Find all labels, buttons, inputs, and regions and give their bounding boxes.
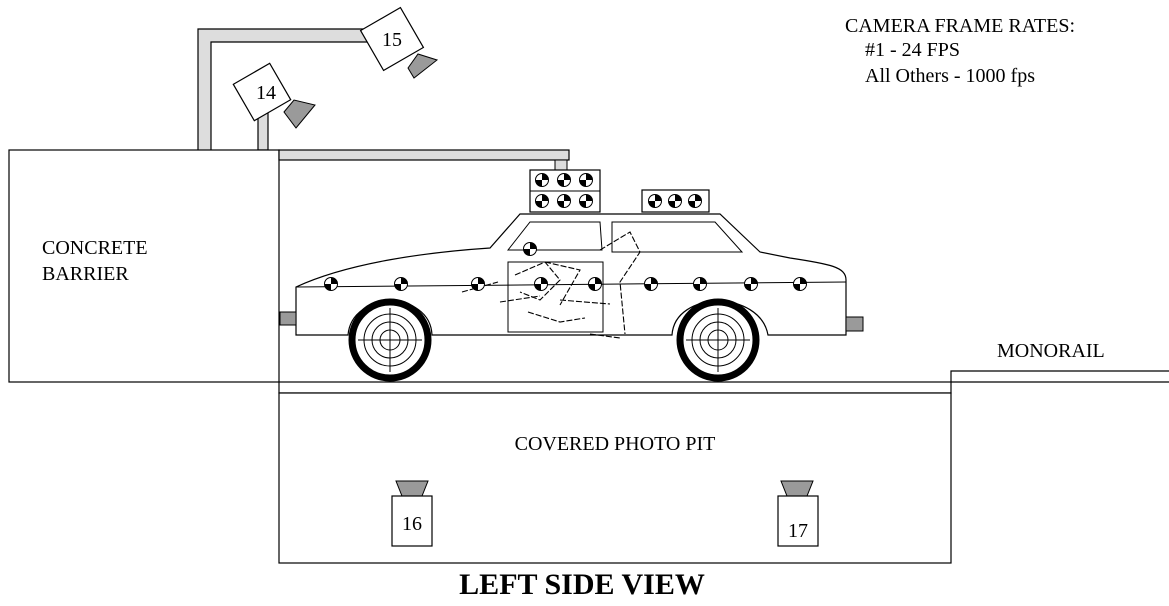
photo-pit-label: COVERED PHOTO PIT bbox=[515, 433, 716, 455]
barrier-label-line-1: CONCRETE bbox=[42, 237, 148, 259]
roof-targets bbox=[535, 173, 702, 208]
photo-target-icon bbox=[523, 242, 537, 256]
camera-14-lens-icon bbox=[283, 99, 316, 129]
view-title: LEFT SIDE VIEW bbox=[459, 568, 705, 601]
front-wheel bbox=[348, 298, 432, 382]
rear-window bbox=[611, 221, 744, 253]
photo-target-icon bbox=[579, 173, 593, 187]
front-window bbox=[506, 221, 603, 251]
barrier-label-line-2: BARRIER bbox=[42, 263, 129, 285]
photo-target-icon bbox=[535, 173, 549, 187]
camera-17-lens-icon bbox=[780, 480, 814, 497]
camera-16-body bbox=[391, 495, 433, 547]
beam-hanger bbox=[554, 159, 568, 171]
camera-15: 15 bbox=[359, 6, 439, 79]
overhead-beam bbox=[278, 149, 570, 171]
photo-target-icon bbox=[648, 194, 662, 208]
monorail-label: MONORAIL bbox=[997, 340, 1105, 362]
photo-target-icon bbox=[394, 277, 408, 291]
camera-17-body bbox=[777, 495, 819, 547]
photo-target-icon bbox=[693, 277, 707, 291]
body-targets bbox=[324, 242, 807, 291]
frame-rates-note: CAMERA FRAME RATES: #1 - 24 FPS All Othe… bbox=[845, 15, 1075, 87]
camera-15-label: 15 bbox=[382, 29, 402, 51]
camera-16-label: 16 bbox=[402, 513, 422, 535]
test-vehicle bbox=[279, 213, 864, 382]
photo-target-icon bbox=[668, 194, 682, 208]
photo-target-icon bbox=[579, 194, 593, 208]
photo-target-icon bbox=[688, 194, 702, 208]
camera-16-lens-icon bbox=[395, 480, 429, 497]
monorail-track bbox=[950, 370, 1169, 383]
camera-15-lens-icon bbox=[407, 53, 439, 79]
photo-target-icon bbox=[793, 277, 807, 291]
concrete-barrier: CONCRETE BARRIER bbox=[8, 149, 280, 383]
covered-photo-pit: COVERED PHOTO PIT bbox=[278, 392, 952, 564]
frame-rate-line-2: All Others - 1000 fps bbox=[865, 65, 1035, 87]
photo-target-icon bbox=[557, 194, 571, 208]
camera-17: 17 bbox=[777, 480, 819, 547]
photo-target-icon bbox=[557, 173, 571, 187]
frame-rates-title: CAMERA FRAME RATES: bbox=[845, 15, 1075, 37]
camera-14-body bbox=[232, 62, 292, 122]
rear-wheel bbox=[676, 298, 760, 382]
rear-bumper bbox=[845, 316, 864, 332]
camera-14: 14 bbox=[232, 62, 316, 129]
photo-target-icon bbox=[324, 277, 338, 291]
camera-17-label: 17 bbox=[788, 520, 808, 542]
camera-16: 16 bbox=[391, 480, 433, 547]
photo-target-icon bbox=[588, 277, 602, 291]
camera-14-label: 14 bbox=[256, 82, 276, 104]
photo-target-icon bbox=[471, 277, 485, 291]
frame-rate-line-1: #1 - 24 FPS bbox=[865, 39, 960, 61]
front-bumper bbox=[279, 311, 297, 326]
photo-target-icon bbox=[535, 194, 549, 208]
pit-cover-slab bbox=[278, 381, 952, 394]
photo-target-icon bbox=[534, 277, 548, 291]
camera-15-body bbox=[359, 6, 425, 72]
photo-target-icon bbox=[744, 277, 758, 291]
photo-target-icon bbox=[644, 277, 658, 291]
door-outline bbox=[507, 261, 604, 333]
